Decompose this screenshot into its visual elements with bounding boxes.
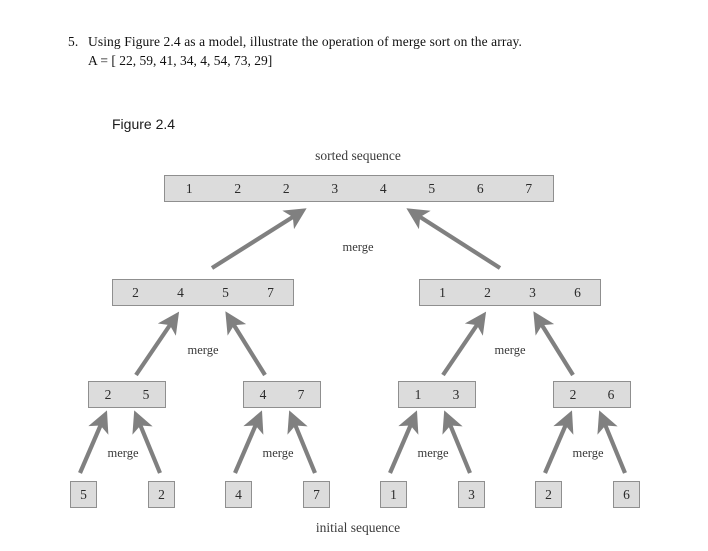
array-cell: 3 (331, 180, 339, 196)
array-cell: 6 (574, 284, 581, 300)
merge-label-mid-left: merge (187, 343, 219, 357)
arrow-top-right (406, 208, 502, 270)
array-cell: 6 (476, 180, 484, 196)
leaf-value: 2 (545, 486, 552, 502)
arrow-mid-right-b (533, 311, 575, 377)
array-level3-4: 2 6 (553, 381, 631, 408)
leaf-value: 3 (468, 486, 475, 502)
figure-caption: Figure 2.4 (112, 116, 176, 132)
problem-array: A = [ 22, 59, 41, 34, 4, 54, 73, 29] (88, 53, 273, 68)
array-cell: 5 (428, 180, 436, 196)
array-level3-1: 2 5 (88, 381, 166, 408)
array-cell: 3 (452, 386, 460, 402)
merge-label-leaf-1: merge (107, 446, 139, 460)
arrow-leaf3-a (388, 410, 419, 474)
array-cell: 1 (414, 386, 422, 402)
array-cell: 1 (439, 284, 446, 300)
arrow-leaf4-a (543, 410, 574, 474)
leaf-box: 7 (303, 481, 330, 508)
array-cell: 2 (104, 386, 112, 402)
leaf-value: 5 (80, 486, 87, 502)
arrow-top-left (210, 208, 307, 270)
array-cell: 2 (132, 284, 139, 300)
arrow-leaf2-b (287, 410, 317, 474)
merge-label-leaf-2: merge (262, 446, 294, 460)
leaf-box: 1 (380, 481, 407, 508)
array-level3-3: 1 3 (398, 381, 476, 408)
leaf-box: 4 (225, 481, 252, 508)
array-cell: 5 (222, 284, 229, 300)
leaf-box: 2 (535, 481, 562, 508)
leaf-value: 4 (235, 486, 242, 502)
arrow-mid-left-a (134, 311, 180, 377)
array-level2-right: 1 2 3 6 (419, 279, 601, 306)
array-cell: 4 (259, 386, 267, 402)
array-cell: 6 (607, 386, 615, 402)
arrow-mid-left-b (225, 311, 267, 377)
leaf-value: 6 (623, 486, 630, 502)
arrow-leaf1-b (132, 410, 162, 474)
leaf-value: 2 (158, 486, 165, 502)
arrow-leaf2-a (233, 410, 264, 474)
leaf-value: 7 (313, 486, 320, 502)
leaf-value: 1 (390, 486, 397, 502)
array-cell: 2 (234, 180, 242, 196)
problem-first-line: 5. Using Figure 2.4 as a model, illustra… (68, 32, 648, 51)
leaf-box: 2 (148, 481, 175, 508)
arrow-leaf1-a (78, 410, 109, 474)
array-cell: 4 (177, 284, 184, 300)
array-cell: 5 (142, 386, 150, 402)
leaf-box: 5 (70, 481, 97, 508)
problem-statement: 5. Using Figure 2.4 as a model, illustra… (68, 32, 648, 70)
initial-sequence-label: initial sequence (315, 520, 401, 535)
merge-label-leaf-4: merge (572, 446, 604, 460)
merge-label-mid-right: merge (494, 343, 526, 357)
array-cell: 3 (529, 284, 536, 300)
array-cell: 7 (525, 180, 533, 196)
leaf-box: 3 (458, 481, 485, 508)
problem-number: 5. (68, 34, 79, 49)
arrow-mid-right-a (441, 311, 487, 377)
array-level2-left: 2 4 5 7 (112, 279, 294, 306)
merge-label-top: merge (342, 240, 374, 254)
arrow-leaf3-b (442, 410, 472, 474)
merge-label-leaf-3: merge (417, 446, 449, 460)
array-cell: 2 (282, 180, 290, 196)
array-level3-2: 4 7 (243, 381, 321, 408)
array-cell: 2 (484, 284, 491, 300)
array-cell: 2 (569, 386, 577, 402)
problem-text: Using Figure 2.4 as a model, illustrate … (88, 34, 522, 49)
array-sorted-sequence: 1 2 2 3 4 5 6 7 (164, 175, 554, 202)
array-cell: 1 (185, 180, 193, 196)
array-cell: 7 (267, 284, 274, 300)
array-cell: 4 (379, 180, 387, 196)
arrow-leaf4-b (597, 410, 627, 474)
sorted-sequence-label: sorted sequence (315, 148, 401, 163)
leaf-box: 6 (613, 481, 640, 508)
array-cell: 7 (297, 386, 305, 402)
